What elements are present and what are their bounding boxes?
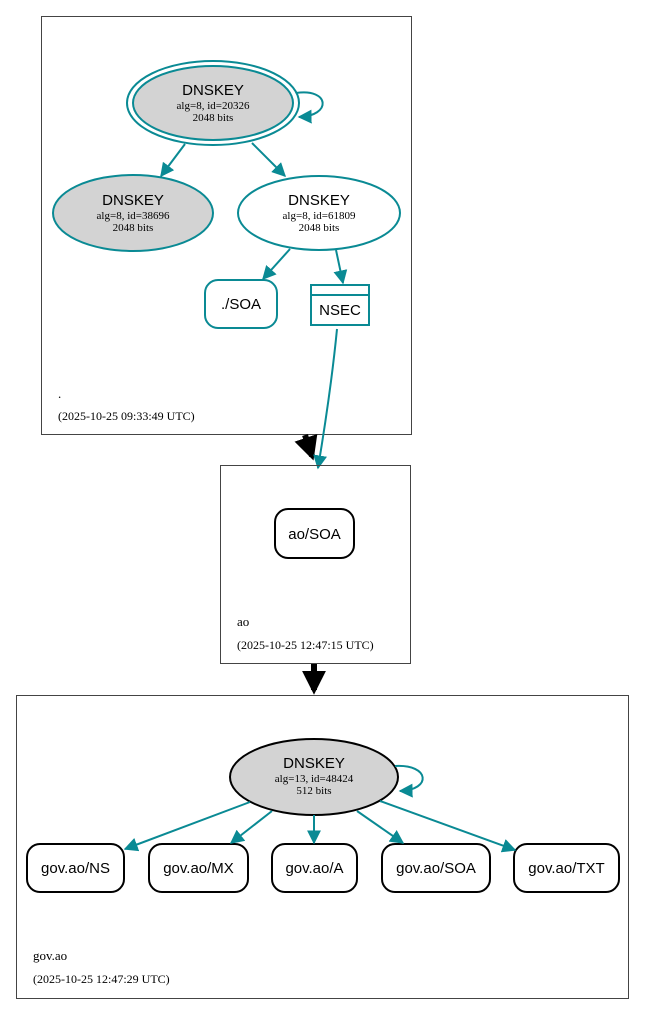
- ao-soa-node[interactable]: ao/SOA: [274, 508, 355, 559]
- zone-root-timestamp: (2025-10-25 09:33:49 UTC): [58, 409, 195, 423]
- root-soa-box: [204, 279, 278, 329]
- edge-govao-key-to-ns: [123, 801, 251, 852]
- root-key-61809-ellipse: [237, 175, 401, 251]
- root-key-61809-bits: 2048 bits: [299, 222, 340, 234]
- zone-ao-timestamp: (2025-10-25 12:47:15 UTC): [237, 638, 374, 652]
- root-key-61809-title: DNSKEY: [288, 192, 350, 209]
- edge-nsec-to-ao: [313, 328, 338, 470]
- root-nsec-box: [310, 284, 370, 326]
- zone-ao: ao/SOA ao (2025-10-25 12:47:15 UTC): [220, 465, 411, 664]
- zone-govao-name: gov.ao: [33, 948, 67, 963]
- edge-ksk-to-61809: [251, 142, 286, 177]
- edge-govao-key-to-soa: [356, 810, 405, 844]
- root-ksk-self-loop: [295, 91, 324, 124]
- edge-ksk-to-38696: [160, 143, 186, 178]
- govao-ns-node[interactable]: gov.ao/NS: [26, 843, 125, 893]
- zone-root-box: [41, 16, 412, 435]
- root-key-61809-node[interactable]: DNSKEY alg=8, id=61809 2048 bits: [237, 175, 401, 251]
- govao-mx-box: [148, 843, 249, 893]
- root-key-38696-ellipse: [52, 174, 214, 252]
- root-ksk-alg: alg=8, id=20326: [177, 100, 250, 112]
- govao-txt-label: gov.ao/TXT: [528, 860, 604, 877]
- govao-key-self-loop: [394, 764, 424, 798]
- govao-mx-node[interactable]: gov.ao/MX: [148, 843, 249, 893]
- root-ksk-title: DNSKEY: [182, 82, 244, 99]
- govao-txt-box: [513, 843, 620, 893]
- edge-govao-key-to-mx: [229, 810, 273, 844]
- govao-ns-label: gov.ao/NS: [41, 860, 110, 877]
- govao-key-bits: 512 bits: [296, 785, 331, 797]
- zone-ao-box: [220, 465, 411, 664]
- zone-ao-name: ao: [237, 614, 249, 629]
- edge-61809-to-soa: [262, 248, 291, 281]
- govao-key-alg: alg=13, id=48424: [275, 773, 354, 785]
- root-key-38696-alg: alg=8, id=38696: [97, 210, 170, 222]
- govao-soa-node[interactable]: gov.ao/SOA: [381, 843, 491, 893]
- root-soa-node[interactable]: ./SOA: [204, 279, 278, 329]
- govao-mx-label: gov.ao/MX: [163, 860, 234, 877]
- zone-govao-box: [16, 695, 629, 999]
- root-nsec-label: NSEC: [319, 302, 361, 319]
- root-key-38696-node[interactable]: DNSKEY alg=8, id=38696 2048 bits: [52, 174, 214, 252]
- edge-govao-key-to-txt: [379, 800, 517, 853]
- root-ksk-outer-ring: [126, 60, 300, 146]
- root-ksk-node[interactable]: DNSKEY alg=8, id=20326 2048 bits: [126, 60, 300, 146]
- zone-root-name: .: [58, 386, 61, 401]
- govao-soa-label: gov.ao/SOA: [396, 860, 476, 877]
- root-soa-label: ./SOA: [221, 296, 261, 313]
- ao-soa-box: [274, 508, 355, 559]
- ao-soa-label: ao/SOA: [288, 526, 341, 543]
- root-ksk-bits: 2048 bits: [193, 112, 234, 124]
- root-key-38696-title: DNSKEY: [102, 192, 164, 209]
- edge-61809-to-nsec: [333, 249, 348, 285]
- govao-soa-box: [381, 843, 491, 893]
- govao-txt-node[interactable]: gov.ao/TXT: [513, 843, 620, 893]
- govao-key-node[interactable]: DNSKEY alg=13, id=48424 512 bits: [229, 738, 399, 816]
- root-key-38696-bits: 2048 bits: [113, 222, 154, 234]
- zone-govao: DNSKEY alg=13, id=48424 512 bits gov.ao/…: [16, 695, 629, 999]
- delegation-root-to-ao: [294, 433, 318, 461]
- root-key-61809-alg: alg=8, id=61809: [283, 210, 356, 222]
- govao-key-title: DNSKEY: [283, 755, 345, 772]
- govao-a-label: gov.ao/A: [285, 860, 343, 877]
- root-nsec-node[interactable]: NSEC: [310, 284, 370, 326]
- govao-a-node[interactable]: gov.ao/A: [271, 843, 358, 893]
- root-ksk-inner: [132, 65, 294, 141]
- govao-ns-box: [26, 843, 125, 893]
- zone-root: DNSKEY alg=8, id=20326 2048 bits DNSKEY …: [41, 16, 412, 435]
- zone-govao-timestamp: (2025-10-25 12:47:29 UTC): [33, 972, 170, 986]
